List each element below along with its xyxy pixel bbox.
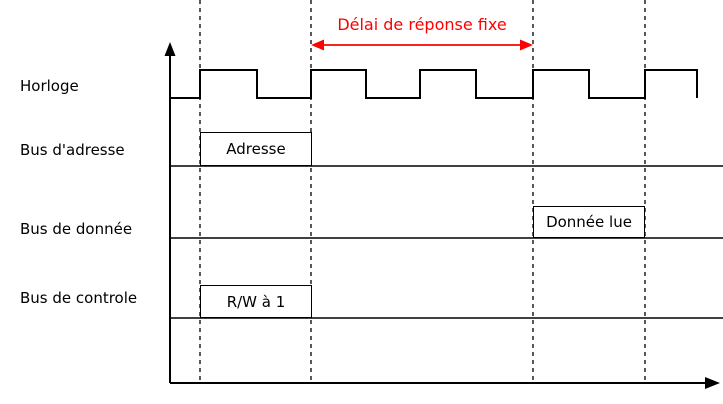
clock-waveform [170,69,698,99]
donnee-lue-valid-label: Donnée lue [546,213,632,231]
dashed-guide-lines [199,0,646,383]
adresse-valid-label: Adresse [226,140,286,158]
x-axis-arrow-icon [705,377,720,389]
bus-baselines [170,165,723,319]
signal-label-bus-donnee: Bus de donnée [20,220,133,238]
delay-annotation-label: Délai de réponse fixe [337,15,507,34]
rw-valid-label: R/W à 1 [226,292,286,311]
adresse-valid-box: Adresse [200,132,312,166]
rw-valid-box: R/W à 1 [200,285,312,318]
delay-span-arrow [311,39,533,51]
y-axis-arrow-icon [164,42,176,56]
delay-arrow-right-icon [520,39,533,51]
donnee-lue-valid-box: Donnée lue [533,206,645,238]
delay-arrow-left-icon [311,39,324,51]
signal-label-bus-adresse: Bus d'adresse [20,141,125,159]
signal-label-bus-controle: Bus de controle [20,289,138,307]
signal-label-horloge: Horloge [20,77,79,95]
